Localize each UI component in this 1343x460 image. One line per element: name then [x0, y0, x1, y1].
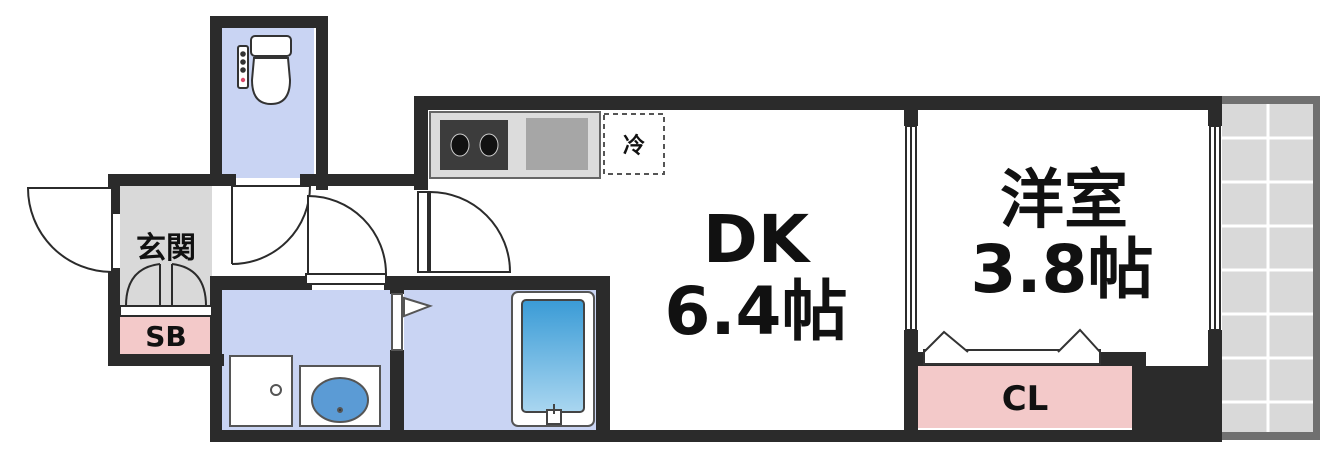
washing-machine-icon [229, 355, 293, 427]
wash-basin-icon [299, 365, 381, 427]
bathtub-icon [511, 291, 595, 427]
shoe-cabinet-doors [119, 263, 213, 317]
sliding-partition [905, 125, 1221, 331]
balcony [1222, 96, 1320, 440]
dk-door [417, 190, 512, 273]
western-room-name: 洋室 [1000, 164, 1128, 238]
fridge-space: 冷 [603, 113, 665, 175]
washroom-door [305, 194, 388, 288]
toilet-icon [237, 35, 292, 106]
closet-shelf [923, 328, 1101, 365]
toilet-door [231, 185, 312, 265]
entrance-label: 玄関 [136, 231, 196, 266]
shoe-box [120, 316, 212, 354]
dk-size: 6.4帖 [665, 273, 848, 350]
walls [108, 16, 1222, 442]
fridge-label: 冷 [623, 133, 645, 159]
western-room-size: 3.8帖 [971, 231, 1154, 308]
entrance-floor [120, 186, 212, 306]
shoe-box-label: SB [145, 320, 187, 353]
entrance-door [26, 187, 113, 273]
closet-label: CL [1002, 379, 1049, 419]
bathroom-door [391, 293, 434, 351]
closet [918, 366, 1132, 428]
dk-name: DK [703, 201, 812, 278]
kitchen-counter [429, 111, 601, 179]
